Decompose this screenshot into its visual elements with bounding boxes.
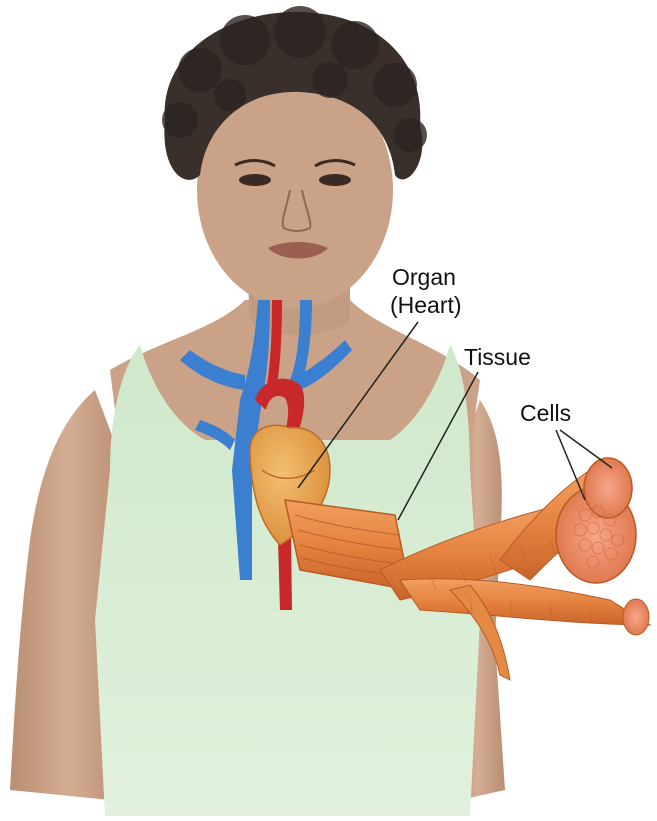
cells-label: Cells	[520, 400, 571, 427]
organ-example-label: (Heart)	[390, 292, 462, 319]
organ-label: Organ	[392, 264, 456, 291]
head	[162, 6, 427, 308]
cells-leader-line-2	[560, 430, 612, 468]
tissue-label: Tissue	[464, 344, 531, 371]
